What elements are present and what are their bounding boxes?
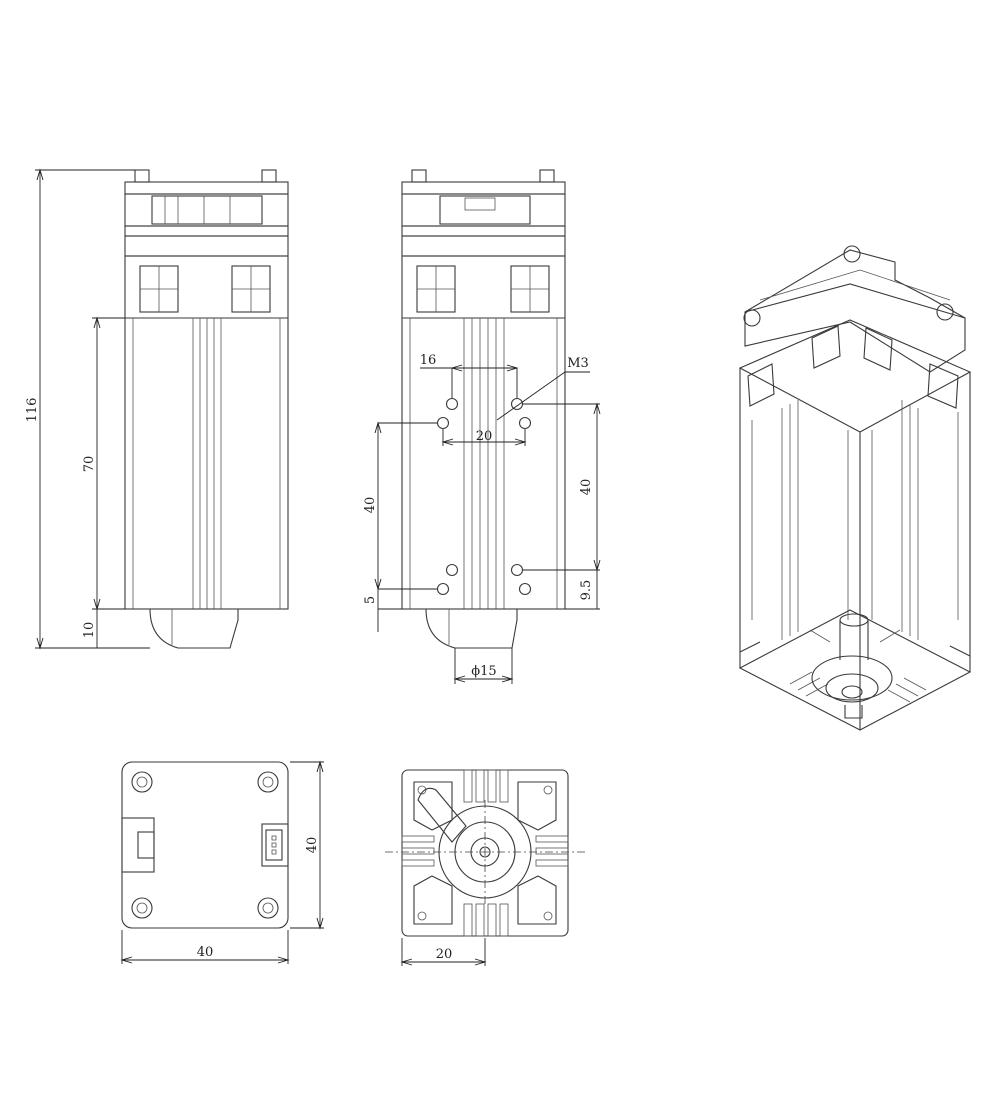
front-view: 16 M3 20 40 5 40 9.5 [363,169,601,684]
top-view: 40 40 [120,760,324,964]
dim-left-vertical: 40 [363,497,378,514]
side-view: 116 70 10 [25,168,289,650]
dim-hole-spacing-h: 16 [420,353,437,368]
dim-nozzle-height: 10 [82,622,97,639]
dim-body-height: 70 [82,456,97,473]
dim-right-offset: 9.5 [579,580,594,601]
dim-top-width: 40 [197,945,214,960]
dim-nozzle-dia: ϕ15 [471,664,496,679]
dim-hole-spacing-h2: 20 [476,429,493,444]
dim-top-depth: 40 [305,837,320,854]
dim-left-offset: 5 [363,596,378,604]
isometric-view [738,245,972,731]
dim-right-vertical: 40 [579,479,594,496]
dim-total-height: 116 [25,398,40,423]
dim-thread: M3 [567,356,589,371]
bottom-view: 20 [385,769,585,966]
dim-bottom-half-width: 20 [436,947,453,962]
